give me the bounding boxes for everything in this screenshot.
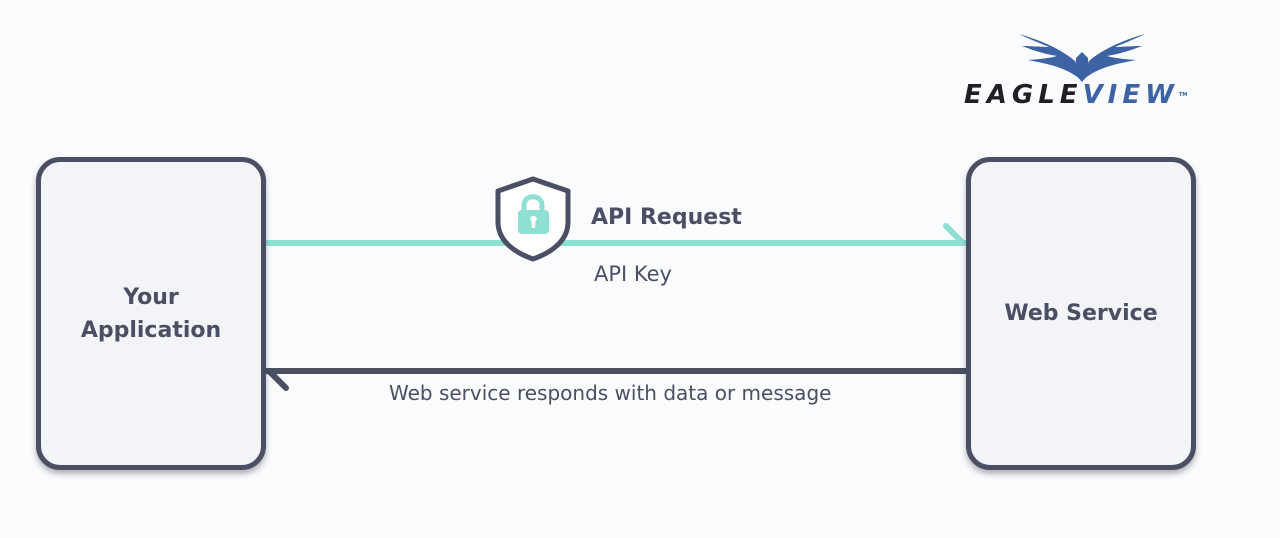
eagleview-wordmark: EAGLEVIEWTM (964, 80, 1187, 110)
api-request-label: API Request (591, 205, 742, 230)
web-service-node: Web Service (966, 157, 1196, 470)
eagle-icon (1019, 34, 1145, 82)
your-application-node: Your Application (36, 157, 266, 470)
request-arrow (266, 223, 966, 246)
eagleview-logo: EAGLEVIEWTM (962, 30, 1207, 114)
response-label: Web service responds with data or messag… (389, 381, 832, 405)
logo-trademark: TM (1178, 92, 1188, 98)
your-application-label: Your Application (80, 284, 222, 343)
shield-lock-icon (495, 176, 571, 262)
web-service-label: Web Service (1004, 301, 1158, 326)
logo-word-view: VIEW (1082, 80, 1179, 110)
response-arrow (266, 368, 966, 391)
api-key-label: API Key (594, 262, 672, 286)
logo-word-eagle: EAGLE (964, 80, 1083, 110)
